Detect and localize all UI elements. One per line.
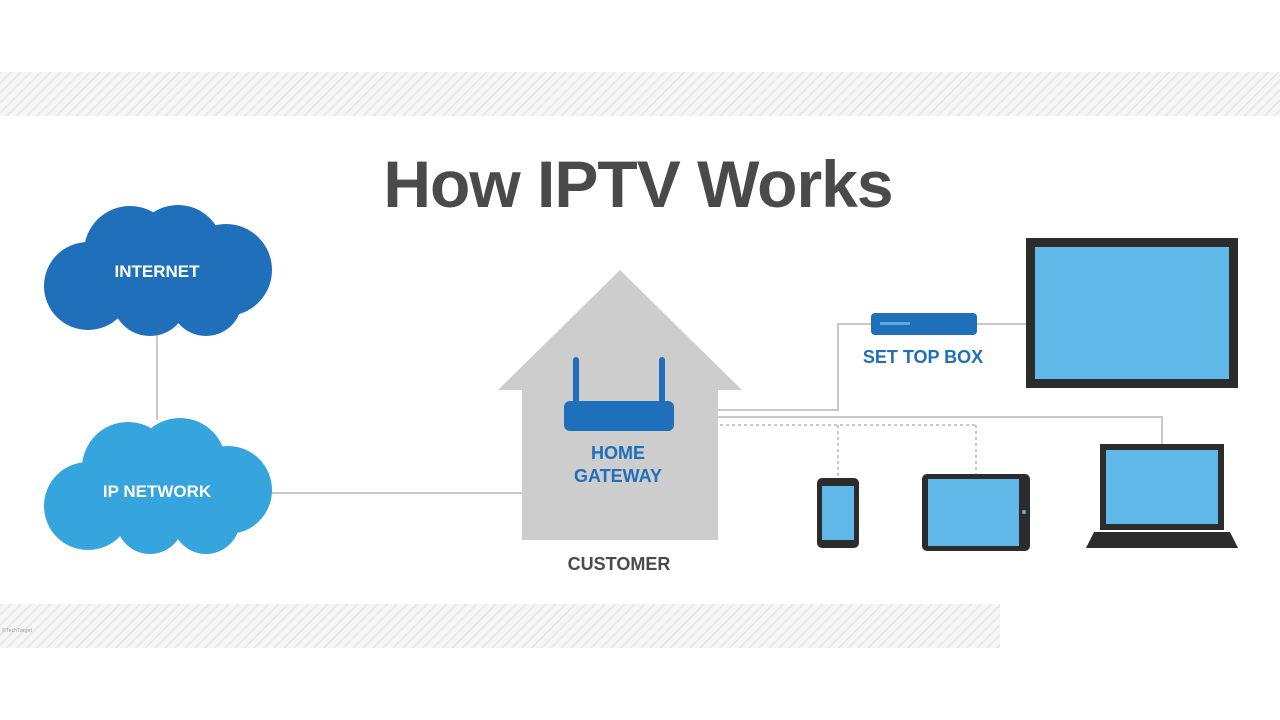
customer-label: CUSTOMER bbox=[568, 554, 671, 574]
internet-label: INTERNET bbox=[115, 262, 201, 281]
router-icon bbox=[564, 357, 674, 431]
gateway-to-stb-line bbox=[672, 323, 872, 411]
tv-icon bbox=[1026, 238, 1238, 388]
laptop-icon bbox=[1086, 444, 1238, 548]
set-top-box-icon bbox=[871, 313, 977, 335]
top-stripe-band bbox=[0, 72, 1280, 116]
home-gateway-label-line2: GATEWAY bbox=[574, 466, 662, 486]
gateway-to-laptop-line bbox=[672, 416, 1163, 446]
connection-lines bbox=[156, 323, 1163, 494]
ip-network-label: IP NETWORK bbox=[103, 482, 212, 501]
ip-network-cloud-icon bbox=[44, 418, 272, 554]
image-credit: ©TechTarget bbox=[2, 628, 33, 634]
internet-cloud-icon bbox=[44, 205, 272, 336]
diagram-title: How IPTV Works bbox=[383, 147, 893, 221]
bottom-stripe-band bbox=[0, 604, 1000, 648]
smartphone-icon bbox=[817, 478, 859, 548]
home-gateway-label-line1: HOME bbox=[591, 443, 645, 463]
set-top-box-label: SET TOP BOX bbox=[863, 347, 983, 367]
tablet-icon bbox=[922, 474, 1030, 551]
